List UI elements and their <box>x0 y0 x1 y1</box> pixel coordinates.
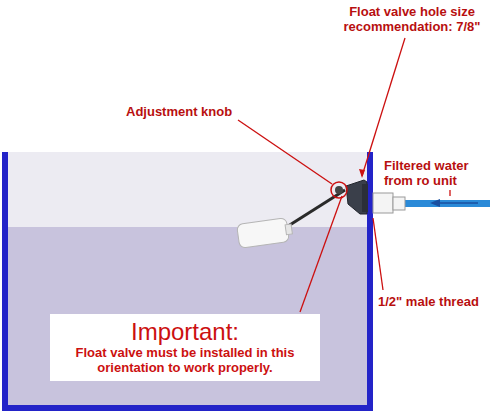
fitting-nut <box>393 197 405 210</box>
note-heading: Important: <box>58 318 312 345</box>
leader-line <box>449 190 450 196</box>
adjustment-knob <box>335 186 343 194</box>
float-arm <box>285 190 345 228</box>
float <box>237 217 294 248</box>
note-box: Important:Float valve must be installed … <box>50 314 320 381</box>
flow-arrowhead <box>430 199 440 207</box>
valve-body <box>346 180 367 214</box>
knob-highlight <box>331 182 347 198</box>
valve-flange <box>362 184 368 212</box>
leader-line <box>238 120 332 184</box>
fitting <box>373 193 393 213</box>
leader-line <box>300 196 342 312</box>
callout-label: 1/2" male thread <box>378 294 486 309</box>
leader-line <box>362 38 405 176</box>
tank-wall <box>5 152 370 408</box>
flow-arrow <box>436 202 478 204</box>
water <box>8 227 367 405</box>
leader-arrowhead <box>359 169 365 178</box>
callout-label: Filtered water from ro unit <box>384 158 488 188</box>
callout-label: Adjustment knob <box>126 104 266 119</box>
leader-line <box>373 218 383 290</box>
air-space <box>8 152 367 227</box>
water-tube <box>404 200 490 207</box>
float-cap <box>285 224 292 235</box>
callout-label: Float valve hole size recommendation: 7/… <box>338 4 486 34</box>
float-body <box>237 218 290 249</box>
note-body: Float valve must be installed in this or… <box>58 345 312 375</box>
